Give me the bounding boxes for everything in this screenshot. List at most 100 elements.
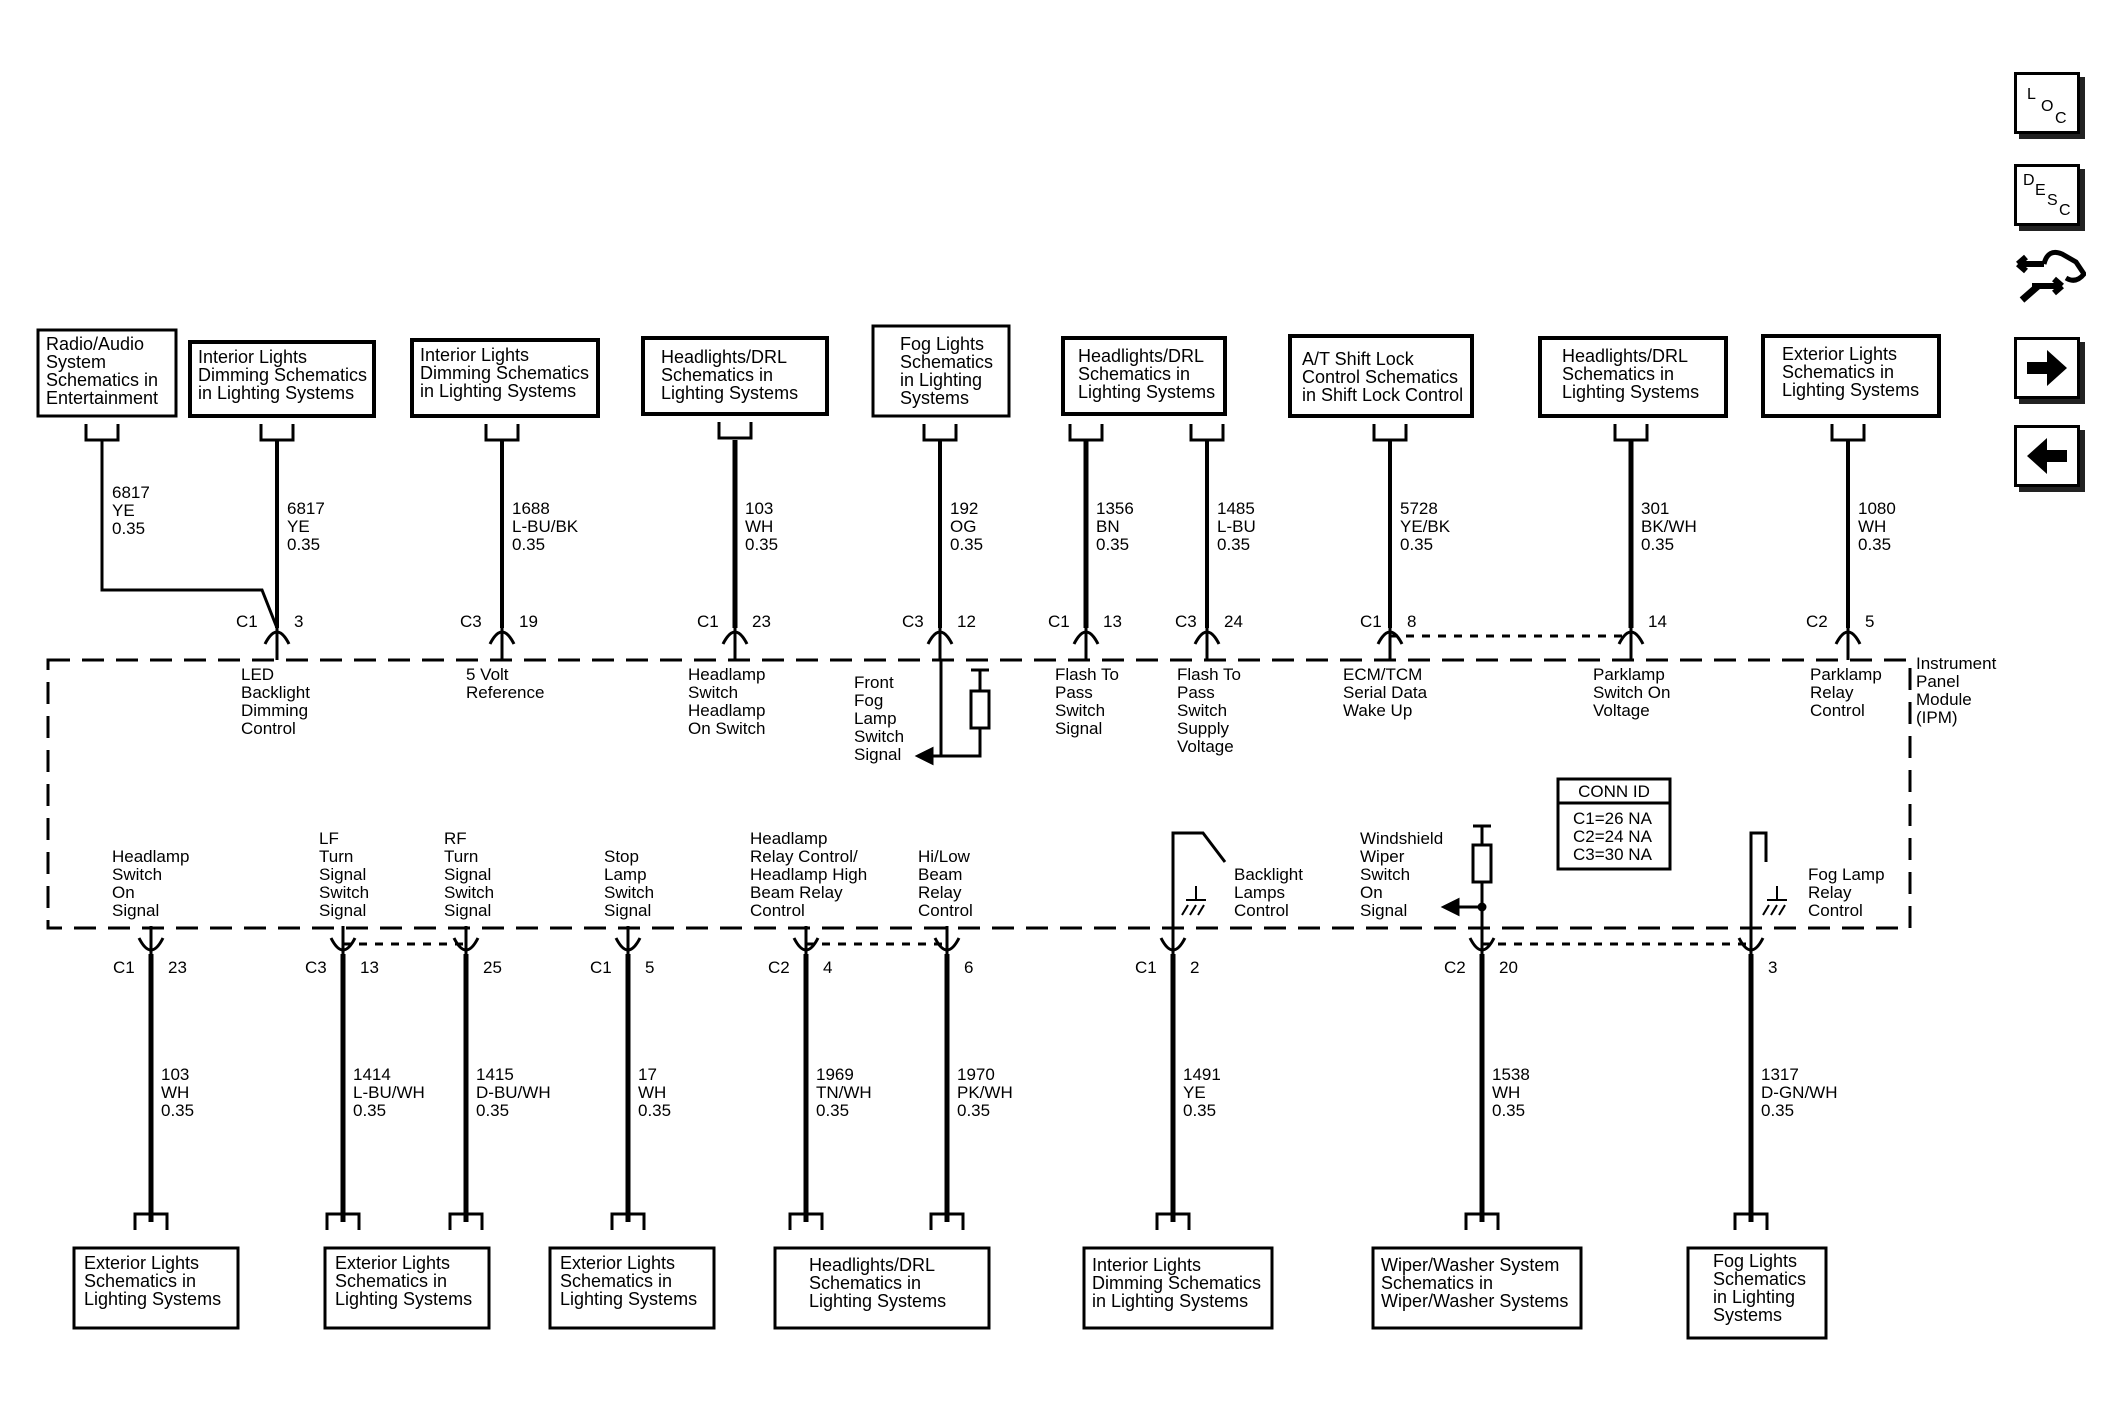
ground-symbol: [1762, 886, 1787, 916]
connector-stub: [448, 1212, 484, 1230]
wire-size: 0.35: [353, 1101, 386, 1120]
pin-number-label: 13: [360, 958, 379, 977]
reference-box-label: Lighting Systems: [1782, 380, 1919, 400]
reference-box-label: A/T Shift Lock: [1302, 349, 1415, 369]
connector-id-label: C1: [1135, 958, 1157, 977]
wire-color: L-BU: [1217, 517, 1256, 536]
pin-number-label: 23: [168, 958, 187, 977]
reference-box-label: Schematics in: [335, 1271, 447, 1291]
connector-stub: [717, 422, 753, 440]
pin-function-label: Turn: [319, 847, 353, 866]
wire-size: 0.35: [476, 1101, 509, 1120]
pin-function-label: Switch: [444, 883, 494, 902]
pin-function-label: Fog Lamp: [1808, 865, 1885, 884]
pin-function-label: On: [1360, 883, 1383, 902]
wire-circuit-number: 103: [161, 1065, 189, 1084]
reference-box: [188, 340, 376, 418]
wire-color: D-GN/WH: [1761, 1083, 1837, 1102]
connector-stub: [1733, 1212, 1769, 1230]
wire-color: BK/WH: [1641, 517, 1697, 536]
pin-function-label: On Switch: [688, 719, 765, 738]
pin-number-label: 6: [964, 958, 973, 977]
conn-id-row: C1=26 NA: [1573, 809, 1653, 828]
pin-number-label: 20: [1499, 958, 1518, 977]
connector-id-label: C3: [1175, 612, 1197, 631]
previous-page-button[interactable]: [2014, 425, 2080, 487]
reference-box-label: Interior Lights: [420, 345, 529, 365]
wire-circuit-number: 1485: [1217, 499, 1255, 518]
reference-box: [36, 328, 178, 418]
pin-function-label: Front: [854, 673, 894, 692]
pin-function-label: Relay Control/: [750, 847, 858, 866]
reference-box: [773, 1246, 991, 1330]
description-button[interactable]: D E S C: [2014, 164, 2080, 226]
pin-function-label: ECM/TCM: [1343, 665, 1422, 684]
wire-circuit-number: 1317: [1761, 1065, 1799, 1084]
reference-box-label: in Lighting: [1713, 1287, 1795, 1307]
pin-function-label: Backlight: [241, 683, 310, 702]
wire-circuit-number: 1538: [1492, 1065, 1530, 1084]
conn-id-row: C3=30 NA: [1573, 845, 1653, 864]
pin-function-label: RF: [444, 829, 467, 848]
ground-symbol: [1181, 886, 1206, 916]
pin-number-label: 14: [1648, 612, 1667, 631]
desc-letter-c: C: [2059, 202, 2071, 219]
pin-function-label: LF: [319, 829, 339, 848]
reference-box: [548, 1246, 716, 1330]
connector-id-label: C2: [1444, 958, 1466, 977]
pin-function-label: Serial Data: [1343, 683, 1428, 702]
reference-box: [871, 324, 1011, 418]
wire-circuit-number: 17: [638, 1065, 657, 1084]
reference-box-label: Schematics in: [661, 365, 773, 385]
module-name-label: Panel: [1916, 672, 1959, 691]
connector-id-label: C1: [113, 958, 135, 977]
reference-box-label: System: [46, 352, 106, 372]
pin-function-label: Switch On: [1593, 683, 1670, 702]
wire-size: 0.35: [816, 1101, 849, 1120]
reference-box-label: Interior Lights: [198, 347, 307, 367]
pin-function-label: Wake Up: [1343, 701, 1412, 720]
connector-stub: [922, 424, 958, 442]
pin-function-label: Signal: [112, 901, 159, 920]
connector-end-view-button[interactable]: [2014, 244, 2086, 310]
internal-wire: [1171, 831, 1227, 926]
pin-number-label: 8: [1407, 612, 1416, 631]
pin-function-label: Switch: [1177, 701, 1227, 720]
loc-letter-c: C: [2055, 110, 2067, 127]
reference-box-label: Lighting Systems: [1562, 382, 1699, 402]
connector-stub: [610, 1212, 646, 1230]
conn-id-box: [1556, 777, 1672, 871]
reference-box-label: Systems: [900, 388, 969, 408]
reference-box-label: Lighting Systems: [84, 1289, 221, 1309]
wire-circuit-number: 1414: [353, 1065, 391, 1084]
pull-up-resistor: [969, 689, 991, 730]
wire-color: YE: [287, 517, 310, 536]
connector-id-label: C2: [1806, 612, 1828, 631]
signal-arrow: [1440, 897, 1460, 917]
module-name-label: (IPM): [1916, 708, 1958, 727]
wire-color: PK/WH: [957, 1083, 1013, 1102]
reference-box-label: Fog Lights: [1713, 1251, 1797, 1271]
wire-circuit-number: 1491: [1183, 1065, 1221, 1084]
reference-box-label: in Lighting: [900, 370, 982, 390]
reference-box-label: Lighting Systems: [1078, 382, 1215, 402]
pin-function-label: Relay: [1810, 683, 1854, 702]
arrow-right-icon: [2027, 350, 2067, 386]
desc-letter-e: E: [2035, 182, 2046, 199]
reference-box: [1082, 1246, 1274, 1330]
pin-function-label: Switch: [319, 883, 369, 902]
pin-function-label: Signal: [604, 901, 651, 920]
desc-letter-d: D: [2023, 172, 2035, 189]
conn-id-row: C2=24 NA: [1573, 827, 1653, 846]
reference-box-label: in Lighting Systems: [420, 381, 576, 401]
desc-letter-s: S: [2047, 192, 2058, 209]
reference-box-label: in Shift Lock Control: [1302, 385, 1463, 405]
wire-size: 0.35: [1641, 535, 1674, 554]
pin-function-label: Switch: [1360, 865, 1410, 884]
location-button[interactable]: L O C: [2014, 72, 2080, 134]
connector-id-label: C3: [305, 958, 327, 977]
reference-box: [410, 338, 600, 418]
next-page-button[interactable]: [2014, 337, 2080, 399]
reference-box-label: Wiper/Washer Systems: [1381, 1291, 1568, 1311]
